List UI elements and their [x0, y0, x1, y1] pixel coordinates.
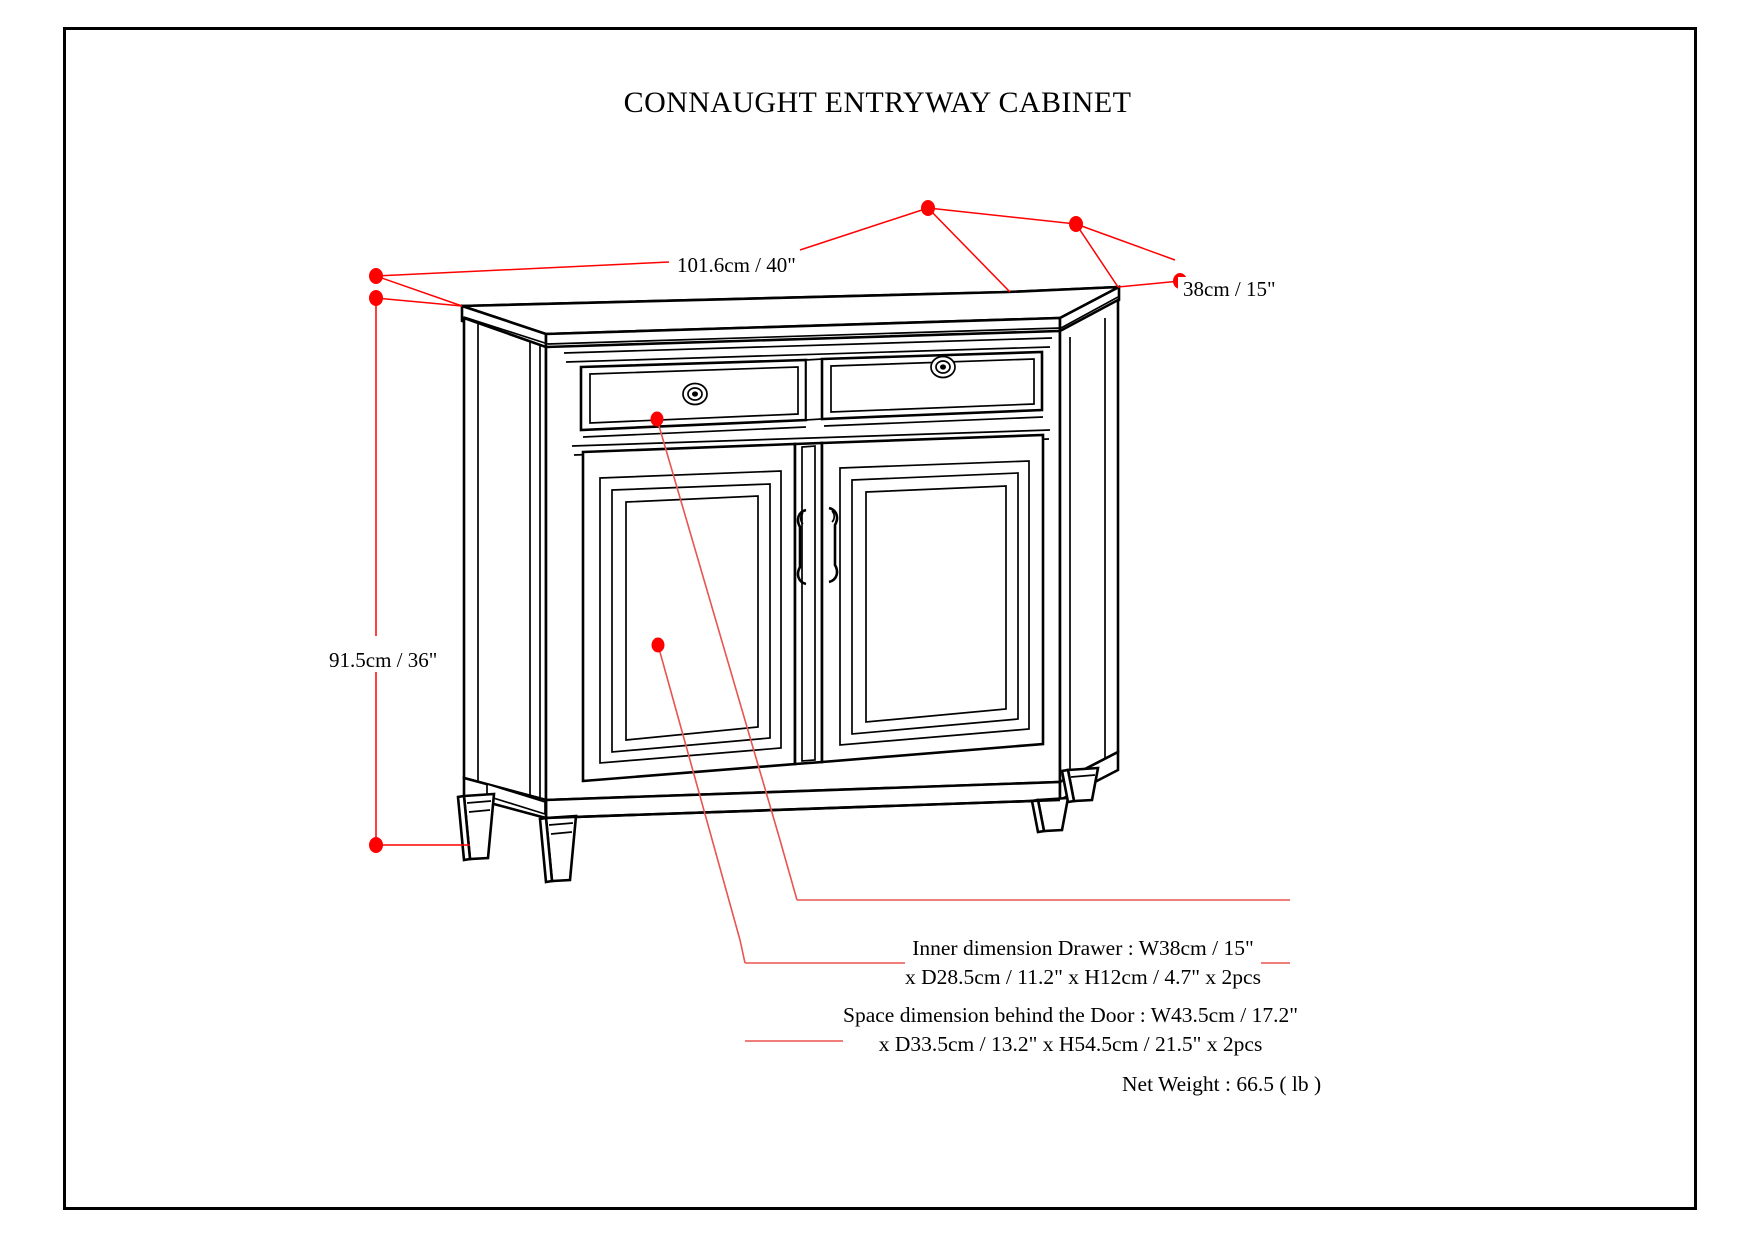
door-handle-right: [828, 506, 839, 584]
door-zone: [571, 429, 1051, 783]
note-drawer-line-2: x D28.5cm / 11.2" x H12cm / 4.7" x 2pcs: [905, 964, 1261, 989]
cabinet-legs: [456, 766, 1100, 884]
dimension-label-width: 101.6cm / 40": [672, 253, 801, 278]
drawer-right: [820, 350, 1044, 427]
leg-front-right: [1030, 796, 1070, 834]
note-net-weight: Net Weight : 66.5 ( lb ): [1122, 1070, 1322, 1099]
cabinet-illustration: [456, 284, 1121, 884]
drawer-knob-left: [682, 382, 708, 406]
dimension-label-height: 91.5cm / 36": [324, 648, 443, 673]
drawer-knob-right: [930, 355, 956, 379]
note-weight-line-1: Net Weight : 66.5 ( lb ): [1122, 1072, 1322, 1096]
page-title: CONNAUGHT ENTRYWAY CABINET: [623, 86, 1132, 119]
dimension-line-width: [369, 200, 1011, 307]
note-door-line-1: Space dimension behind the Door : W43.5c…: [843, 1003, 1299, 1027]
note-door-space-dimension: Space dimension behind the Door : W43.5c…: [843, 1001, 1299, 1059]
leg-front-left: [538, 814, 578, 884]
door-handle-left: [796, 508, 807, 586]
door-right: [820, 433, 1045, 764]
dimension-line-height: [369, 290, 470, 853]
cabinet-left-side: [462, 316, 548, 802]
door-left: [581, 442, 797, 783]
leg-back-left: [456, 792, 496, 862]
leg-right-rear: [1060, 766, 1100, 804]
note-drawer-line-1: Inner dimension Drawer : W38cm / 15": [912, 936, 1254, 960]
drawer-zone: [563, 337, 1053, 438]
cabinet-top: [460, 284, 1121, 351]
dimension-label-depth: 38cm / 15": [1178, 277, 1281, 302]
drawer-left: [579, 358, 808, 438]
note-door-line-2: x D33.5cm / 13.2" x H54.5cm / 21.5" x 2p…: [878, 1031, 1263, 1056]
callout-leader-drawer: [650, 411, 1290, 901]
note-drawer-inner-dimension: Inner dimension Drawer : W38cm / 15" x D…: [905, 934, 1261, 992]
